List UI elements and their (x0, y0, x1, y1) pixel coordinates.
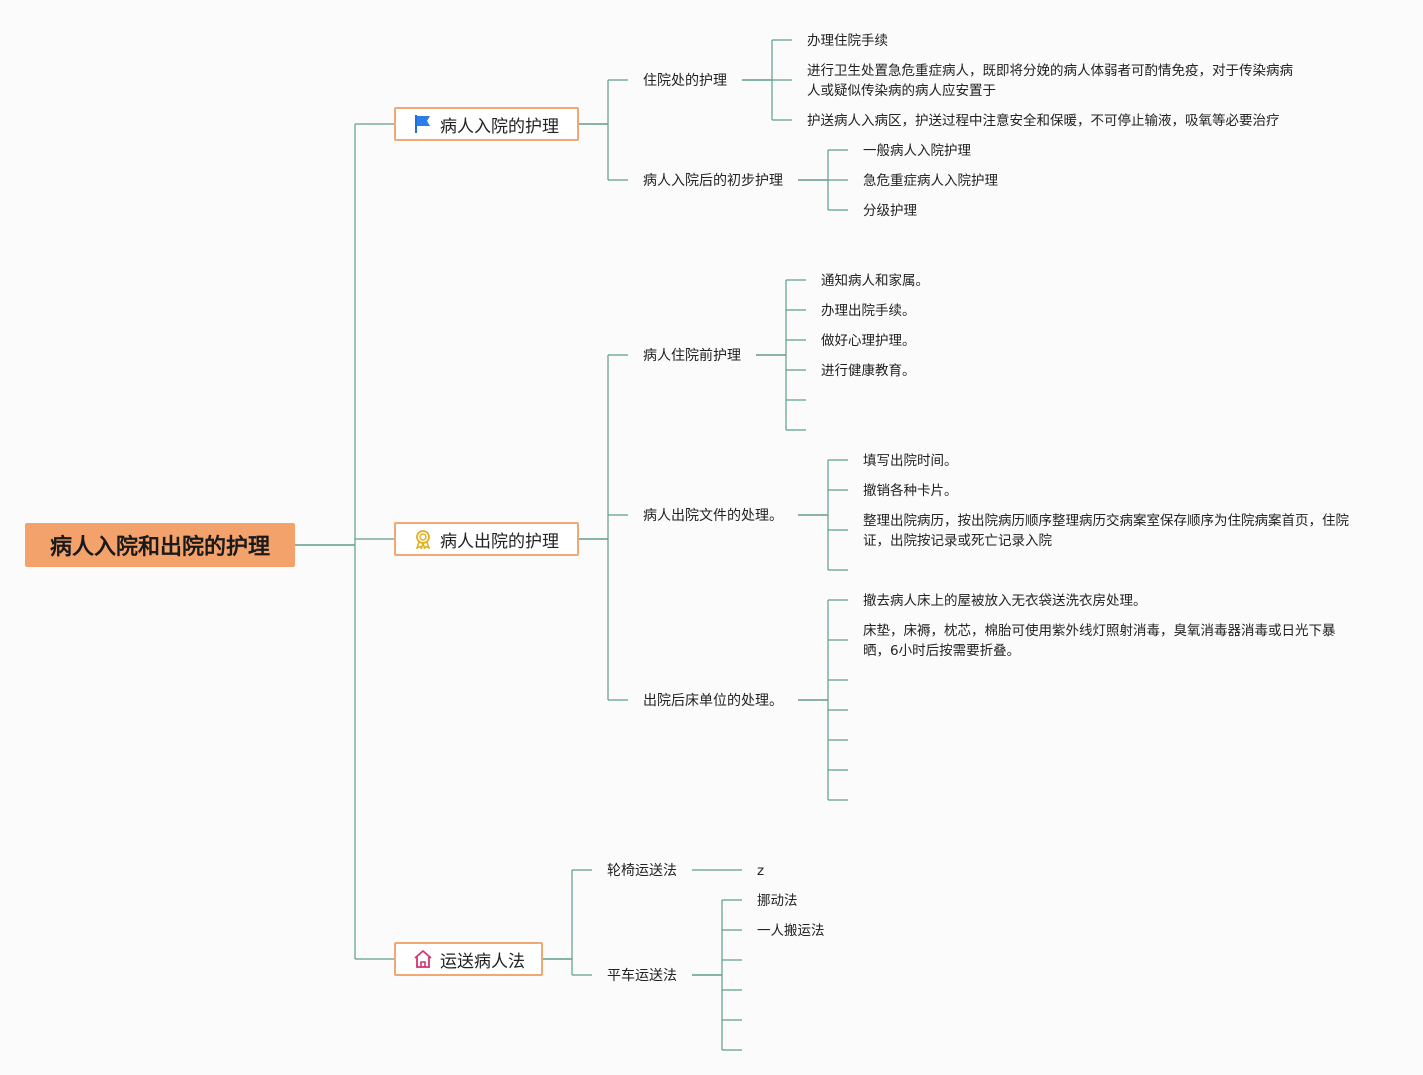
home-icon (412, 948, 434, 970)
subtopic-wheelchair[interactable]: 轮椅运送法 (607, 863, 677, 879)
leaf-item[interactable]: 进行卫生处置急危重症病人，既即将分娩的病人体弱者可酌情免疫，对于传染病病人或疑似… (807, 63, 1293, 99)
subtopic-stretcher[interactable]: 平车运送法 (607, 968, 677, 984)
leaf-item[interactable]: 一般病人入院护理 (863, 143, 971, 159)
leaf-item[interactable]: 分级护理 (863, 203, 917, 219)
branch-discharge[interactable]: 病人出院的护理 (394, 522, 579, 556)
root-topic[interactable]: 病人入院和出院的护理 (25, 523, 295, 567)
branch-admission[interactable]: 病人入院的护理 (394, 107, 579, 141)
leaf-item[interactable]: 挪动法 (757, 893, 798, 909)
leaf-item[interactable]: 一人搬运法 (757, 923, 825, 939)
leaf-item[interactable]: 进行健康教育。 (821, 363, 916, 379)
subtopic-documents[interactable]: 病人出院文件的处理。 (643, 508, 783, 524)
leaf-item[interactable]: 整理出院病历，按出院病历顺序整理病历交病案室保存顺序为住院病案首页，住院证，出院… (863, 513, 1349, 549)
leaf-item[interactable]: 办理住院手续 (807, 33, 888, 49)
leaf-item[interactable]: 床垫，床褥，枕芯，棉胎可使用紫外线灯照射消毒，臭氧消毒器消毒或日光下暴晒，6小时… (863, 623, 1336, 659)
subtopic-initial-care[interactable]: 病人入院后的初步护理 (643, 173, 783, 189)
branch-admission-label: 病人入院的护理 (440, 116, 559, 137)
branch-discharge-label: 病人出院的护理 (440, 531, 559, 552)
leaf-item[interactable]: 撤销各种卡片。 (863, 483, 958, 499)
root-topic-label: 病人入院和出院的护理 (49, 535, 270, 560)
leaf-item[interactable]: z (757, 863, 765, 879)
award-icon (412, 528, 434, 550)
flag-icon (412, 113, 434, 135)
branch-transport-label: 运送病人法 (440, 951, 525, 972)
leaf-item[interactable]: 急危重症病人入院护理 (863, 173, 998, 189)
leaf-item[interactable]: 护送病人入病区，护送过程中注意安全和保暖，不可停止输液，吸氧等必要治疗 (807, 113, 1280, 129)
leaf-item[interactable]: 撤去病人床上的屋被放入无衣袋送洗衣房处理。 (863, 593, 1147, 609)
subtopic-pre-discharge[interactable]: 病人住院前护理 (643, 348, 741, 364)
subtopic-bed-unit[interactable]: 出院后床单位的处理。 (643, 693, 783, 709)
leaf-item[interactable]: 办理出院手续。 (821, 303, 916, 319)
leaf-item[interactable]: 通知病人和家属。 (821, 273, 929, 289)
branch-transport[interactable]: 运送病人法 (394, 942, 543, 976)
subtopic-ward-care[interactable]: 住院处的护理 (643, 73, 727, 89)
leaf-item[interactable]: 填写出院时间。 (863, 453, 958, 469)
leaf-item[interactable]: 做好心理护理。 (821, 333, 916, 349)
